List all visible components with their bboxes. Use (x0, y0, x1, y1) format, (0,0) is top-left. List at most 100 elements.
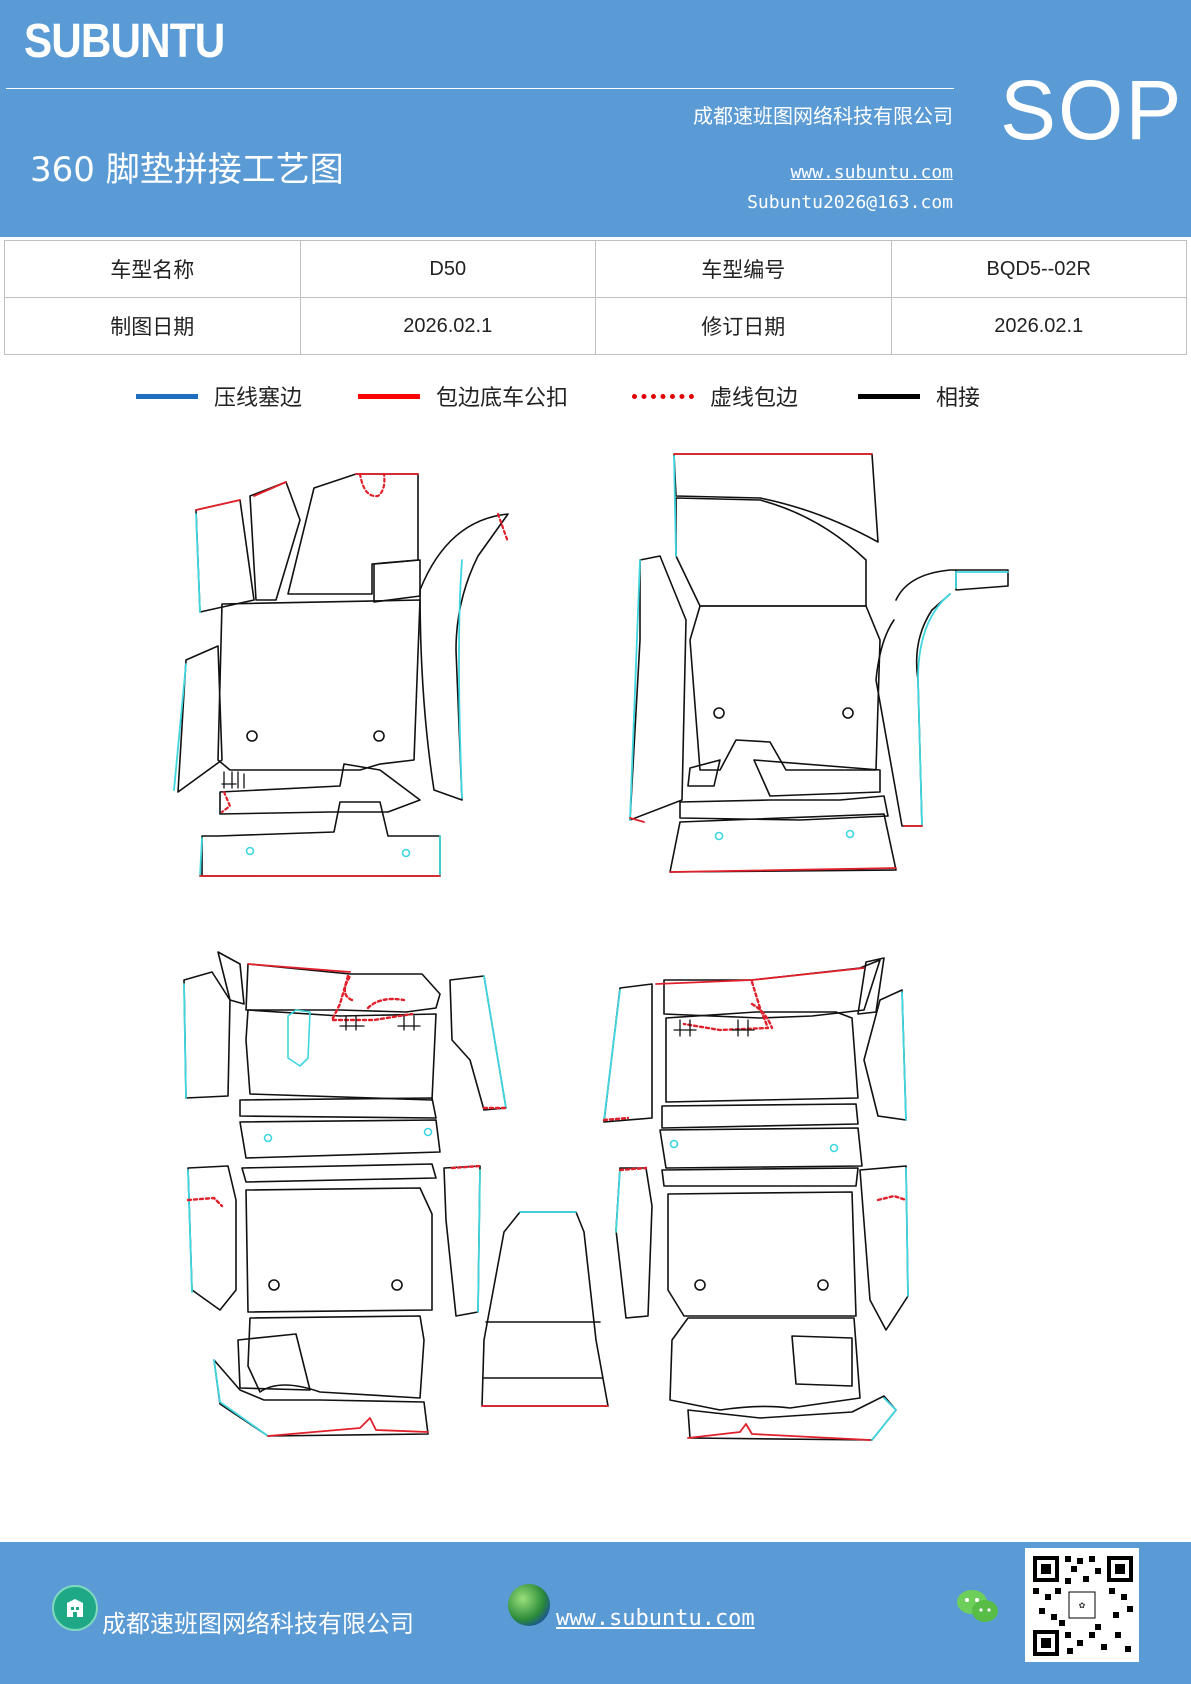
mat-piece (249, 481, 301, 601)
mat-piece (219, 763, 421, 815)
mat-piece (665, 1011, 859, 1103)
wechat-icon[interactable] (956, 1588, 1000, 1626)
mat-piece (201, 801, 441, 877)
revise-date-value: 2026.02.1 (890, 297, 1187, 355)
mat-group-rear-right (603, 957, 909, 1441)
brand-logo: SUBUNTU (24, 15, 225, 68)
mat-dotted-edges (602, 980, 908, 1202)
mat-piece (245, 1009, 437, 1101)
mat-cyan-edges (173, 513, 463, 877)
mat-piece (875, 569, 1009, 827)
draw-date-value: 2026.02.1 (299, 297, 596, 355)
info-table: 车型名称 D50 车型编号 BQD5--02R 制图日期 2026.02.1 修… (4, 240, 1187, 355)
footer-company: 成都速班图网络科技有限公司 (102, 1610, 414, 1638)
mat-piece (443, 1165, 481, 1317)
mat-piece (675, 497, 867, 607)
header-company: 成都速班图网络科技有限公司 (693, 104, 953, 128)
hole (845, 829, 855, 839)
info-row: 制图日期 2026.02.1 修订日期 2026.02.1 (4, 297, 1187, 355)
globe-icon (508, 1584, 550, 1626)
mat-piece (481, 1211, 609, 1407)
mat-piece (669, 1317, 861, 1411)
legend-swatch (632, 393, 694, 399)
legend-label: 相接 (936, 386, 981, 411)
mat-piece (661, 1167, 859, 1187)
hole (246, 730, 258, 742)
header-email: Subuntu2026@163.com (747, 192, 953, 213)
sop-badge: SOP (1000, 63, 1184, 157)
svg-text:✿: ✿ (1079, 1601, 1086, 1610)
page-title: 360 脚垫拼接工艺图 (30, 150, 344, 190)
mat-diagram (173, 453, 1009, 1441)
mat-piece (673, 453, 879, 543)
mat-piece (187, 1165, 237, 1311)
hole (829, 1143, 839, 1153)
hole (401, 848, 411, 858)
mat-piece (659, 1127, 863, 1169)
mat-piece (679, 795, 889, 821)
model-name-value: D50 (299, 240, 596, 298)
mat-piece (213, 1359, 429, 1437)
legend-swatch (358, 393, 420, 399)
hole (714, 831, 724, 841)
mat-piece (689, 605, 881, 771)
mat-piece (245, 963, 441, 1013)
hole (694, 1279, 706, 1291)
hole (373, 730, 385, 742)
mat-piece (603, 983, 653, 1123)
mat-piece (217, 951, 245, 1005)
seam-marks (673, 1019, 755, 1037)
header-website-link[interactable]: www.subuntu.com (790, 162, 953, 183)
model-code-value: BQD5--02R (890, 240, 1187, 298)
model-name-label: 车型名称 (4, 240, 301, 298)
mat-piece (753, 759, 881, 797)
hole (842, 707, 854, 719)
mat-cyan-edges (183, 975, 577, 1437)
legend-label: 包边底车公扣 (436, 386, 569, 411)
legend-item: 相接 (858, 380, 980, 412)
mat-red-edges (195, 473, 441, 877)
seam-marks (221, 771, 245, 789)
footer-website-link[interactable]: www.subuntu.com (556, 1606, 755, 1631)
mat-piece (629, 555, 687, 821)
legend-swatch (136, 393, 198, 399)
header-divider (6, 88, 954, 89)
legend: 压线塞边 包边底车公扣 虚线包边 相接 (0, 380, 1191, 420)
mat-piece (183, 971, 231, 1099)
mat-piece (287, 1009, 311, 1067)
mat-piece (195, 499, 255, 613)
draw-date-label: 制图日期 (4, 297, 301, 355)
hole (263, 1133, 273, 1143)
mat-piece (177, 645, 223, 793)
mat-piece (239, 1119, 441, 1159)
header-banner (0, 0, 1191, 237)
mat-piece (237, 1333, 311, 1391)
mat-piece (287, 473, 419, 595)
mat-dotted-edges (186, 974, 508, 1208)
hole (245, 846, 255, 856)
mat-red-edges (655, 967, 871, 1441)
mat-piece (419, 513, 509, 801)
legend-label: 虚线包边 (710, 386, 799, 411)
mat-piece (217, 599, 421, 771)
mat-piece (669, 813, 897, 873)
mat-dotted-edges (220, 472, 510, 814)
mat-red-edges (629, 453, 923, 873)
mat-piece (241, 1163, 437, 1183)
mat-piece (615, 1167, 653, 1319)
mat-piece (667, 1191, 857, 1317)
mat-piece (373, 559, 421, 603)
mat-cyan-edges (603, 989, 909, 1441)
hole (268, 1279, 280, 1291)
hole (669, 1139, 679, 1149)
legend-item: 压线塞边 (136, 380, 302, 412)
mat-red-edges (247, 963, 609, 1437)
mat-piece (247, 1315, 425, 1399)
mat-piece (661, 1103, 859, 1129)
mat-piece (687, 1395, 897, 1441)
qr-code[interactable]: ✿ (1025, 1548, 1139, 1662)
mat-piece (791, 1335, 853, 1387)
hole (817, 1279, 829, 1291)
mat-piece (239, 1097, 437, 1119)
mat-piece (687, 759, 721, 787)
